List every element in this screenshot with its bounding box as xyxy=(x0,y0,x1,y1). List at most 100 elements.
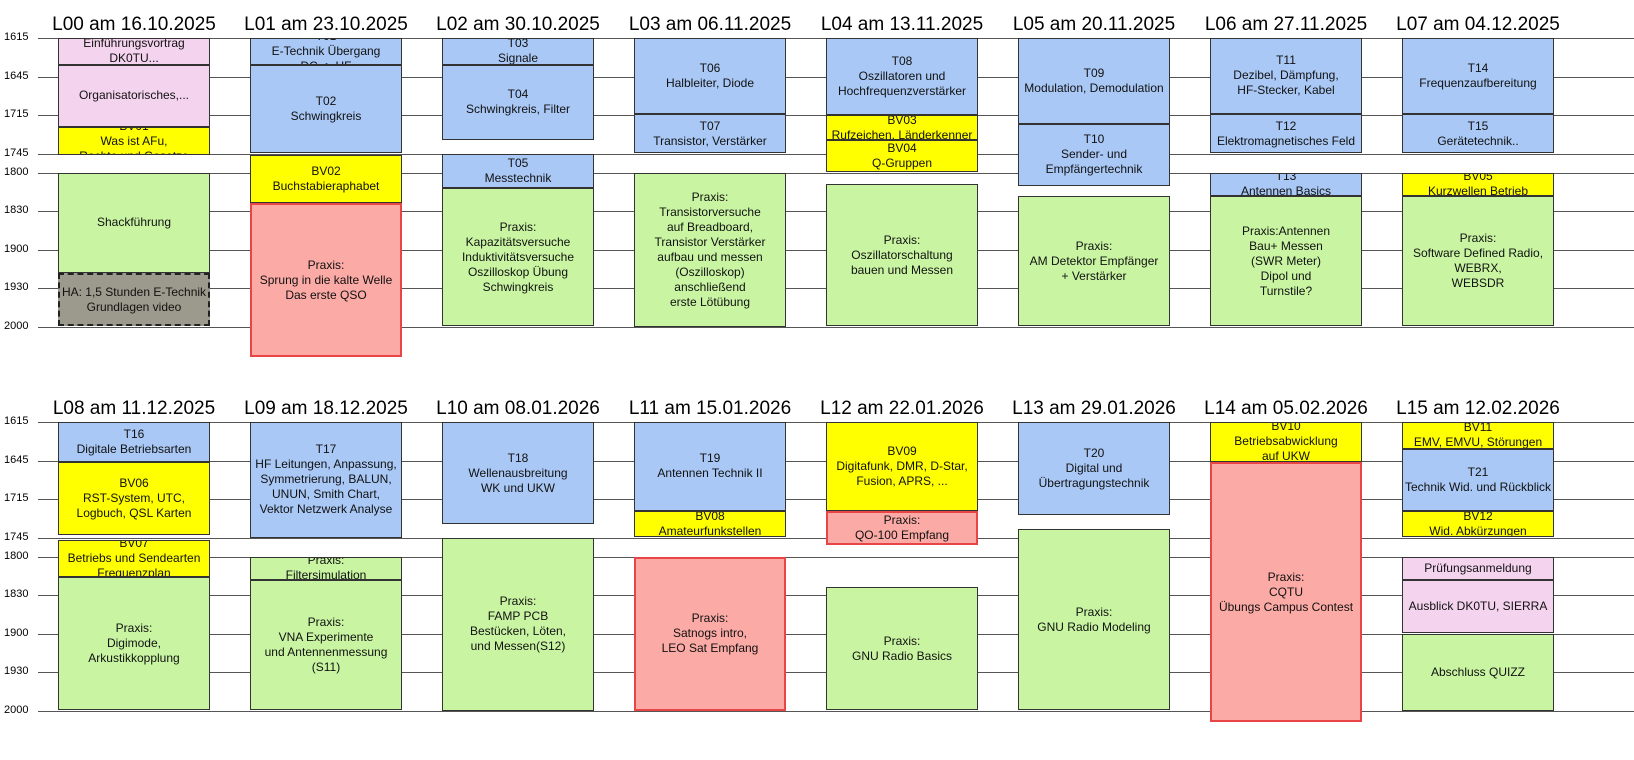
session-block-theory: T21 Technik Wid. und Rückblick xyxy=(1402,448,1554,511)
session-text: Praxis: Sprung in die kalte Welle Das er… xyxy=(259,257,393,302)
session-block-praxis: Praxis: Software Defined Radio, WEBRX, W… xyxy=(1402,195,1554,327)
lesson-header: L02 am 30.10.2025 xyxy=(436,14,600,35)
session-block-bv: BV04 Q-Gruppen xyxy=(826,140,978,173)
time-label: 1715 xyxy=(4,492,29,504)
session-text: T06 Halbleiter, Diode xyxy=(665,60,755,90)
session-block-theory: T12 Elektromagnetisches Feld xyxy=(1210,113,1362,154)
session-text: Prüfungsanmeldung xyxy=(1424,560,1532,575)
time-label: 2000 xyxy=(4,703,29,716)
session-text: Praxis:Antennen Bau+ Messen (SWR Meter) … xyxy=(1241,223,1331,298)
session-text: BV12 Wid. Abkürzungen xyxy=(1429,510,1527,538)
session-block-praxis: Praxis: VNA Experimente und Antennenmess… xyxy=(250,579,402,711)
session-text: Praxis: Satnogs intro, LEO Sat Empfang xyxy=(661,611,759,655)
session-text: Praxis: Software Defined Radio, WEBRX, W… xyxy=(1412,231,1544,291)
session-block-theory: T05 Messtechnik xyxy=(442,153,594,188)
time-label: 1830 xyxy=(4,588,29,600)
session-block-event: Praxis: Sprung in die kalte Welle Das er… xyxy=(250,203,402,358)
session-text: Abschluss QUIZZ xyxy=(1430,664,1526,679)
time-label: 1645 xyxy=(4,69,29,82)
session-text: T02 Schwingkreis xyxy=(290,94,362,124)
session-text: Einführungsvortrag DK0TU... xyxy=(83,38,185,65)
session-block-event: Praxis: CQTU Übungs Campus Contest xyxy=(1210,461,1362,723)
time-label: 1615 xyxy=(4,415,29,427)
session-text: T18 Wellenausbreitung WK und UKW xyxy=(468,450,568,495)
session-block-bv: BV10 Betriebsabwicklung auf UKW xyxy=(1210,422,1362,462)
session-block-bv: BV07 Betriebs und Sendearten Frequenzpla… xyxy=(58,539,210,578)
session-text: T04 Schwingkreis, Filter xyxy=(465,87,571,117)
session-text: Praxis: GNU Radio Modeling xyxy=(1037,604,1151,634)
lesson-header: L08 am 11.12.2025 xyxy=(52,398,216,419)
lesson-header: L07 am 04.12.2025 xyxy=(1396,14,1560,35)
session-text: T14 Frequenzaufbereitung xyxy=(1419,60,1537,90)
session-block-theory: T16 Digitale Betriebsarten xyxy=(58,422,210,462)
lesson-header: L14 am 05.02.2026 xyxy=(1204,398,1368,419)
session-text: Praxis: FAMP PCB Bestücken, Löten, und M… xyxy=(469,594,567,653)
session-block-theory: T03 Signale xyxy=(442,38,594,65)
time-label: 1800 xyxy=(4,549,29,562)
session-text: BV03 Rufzeichen, Länderkenner xyxy=(831,115,973,141)
lesson-header: L01 am 23.10.2025 xyxy=(244,14,408,35)
session-block-theory: T09 Modulation, Demodulation xyxy=(1018,38,1170,125)
time-gridline xyxy=(38,556,1634,558)
time-gridline xyxy=(38,172,1634,174)
session-block-praxis: Praxis: Digimode, Arkustikkopplung xyxy=(58,577,210,711)
session-block-theory: T20 Digital und Übertragungstechnik xyxy=(1018,422,1170,516)
time-label: 1615 xyxy=(4,31,29,43)
lesson-header: L04 am 13.11.2025 xyxy=(820,14,984,35)
session-block-bv: BV03 Rufzeichen, Länderkenner xyxy=(826,115,978,141)
time-label: 1745 xyxy=(4,146,29,159)
session-block-theory: T11 Dezibel, Dämpfung, HF-Stecker, Kabel xyxy=(1210,38,1362,114)
session-block-praxis: Praxis: FAMP PCB Bestücken, Löten, und M… xyxy=(442,537,594,711)
time-label: 1715 xyxy=(4,108,29,120)
session-text: Praxis: CQTU Übungs Campus Contest xyxy=(1218,569,1354,614)
session-text: T09 Modulation, Demodulation xyxy=(1024,66,1164,96)
lesson-header: L15 am 12.02.2026 xyxy=(1396,398,1560,419)
session-text: Organisatorisches,... xyxy=(78,88,190,103)
session-block-bv: BV06 RST-System, UTC, Logbuch, QSL Karte… xyxy=(58,461,210,535)
session-block-praxis: Praxis: Oszillatorschaltung bauen und Me… xyxy=(826,184,978,327)
session-block-theory: T10 Sender- und Empfängertechnik xyxy=(1018,124,1170,186)
session-block-bv: BV12 Wid. Abkürzungen xyxy=(1402,510,1554,538)
session-block-praxis: Praxis: Filtersimulation xyxy=(250,556,402,580)
session-text: BV09 Digitafunk, DMR, D-Star, Fusion, AP… xyxy=(836,443,968,488)
session-block-org: Prüfungsanmeldung xyxy=(1402,556,1554,580)
session-block-theory: T17 HF Leitungen, Anpassung, Symmetrieru… xyxy=(250,422,402,538)
session-text: T13 Antennen Basics xyxy=(1240,172,1332,196)
session-text: T17 HF Leitungen, Anpassung, Symmetrieru… xyxy=(255,442,397,517)
session-text: T08 Oszillatoren und Hochfrequenzverstär… xyxy=(837,54,967,99)
session-text: T10 Sender- und Empfängertechnik xyxy=(1045,132,1143,177)
lesson-header: L06 am 27.11.2025 xyxy=(1204,14,1368,35)
session-block-praxis: Praxis: Kapazitätsversuche Induktivitäts… xyxy=(442,187,594,327)
session-text: T19 Antennen Technik II xyxy=(657,451,763,481)
time-label: 1900 xyxy=(4,242,29,255)
session-block-praxis: Praxis: AM Detektor Empfänger + Verstärk… xyxy=(1018,195,1170,327)
session-text: BV01 Was ist AFu, Rechte und Gesetze xyxy=(79,128,188,154)
session-block-theory: T01 E-Technik Übergang DC -> HF xyxy=(250,38,402,65)
session-text: Praxis: Oszillatorschaltung bauen und Me… xyxy=(850,232,954,277)
session-text: Praxis: Transistorversuche auf Breadboar… xyxy=(654,189,766,309)
time-label: 1745 xyxy=(4,530,29,543)
time-gridline xyxy=(38,710,1634,712)
session-block-bv: BV08 Amateurfunkstellen xyxy=(634,510,786,538)
session-text: BV07 Betriebs und Sendearten Frequenzpla… xyxy=(67,539,201,578)
session-block-bv: BV02 Buchstabieraphabet xyxy=(250,155,402,204)
session-block-bv: BV11 EMV, EMVU, Störungen xyxy=(1402,422,1554,449)
session-text: T12 Elektromagnetisches Feld xyxy=(1216,118,1356,148)
session-text: T05 Messtechnik xyxy=(484,155,552,185)
session-block-praxis: Praxis: GNU Radio Basics xyxy=(826,587,978,711)
session-text: T21 Technik Wid. und Rückblick xyxy=(1404,464,1552,494)
session-text: T03 Signale xyxy=(497,38,539,65)
session-block-theory: T15 Gerätetechnik.. xyxy=(1402,113,1554,154)
lesson-header: L00 am 16.10.2025 xyxy=(52,14,216,35)
lesson-header: L03 am 06.11.2025 xyxy=(628,14,792,35)
time-label: 1900 xyxy=(4,626,29,639)
session-block-bv: BV09 Digitafunk, DMR, D-Star, Fusion, AP… xyxy=(826,422,978,511)
lesson-header: L05 am 20.11.2025 xyxy=(1012,14,1176,35)
session-text: Praxis: QO-100 Empfang xyxy=(854,512,950,542)
session-text: BV05 Kurzwellen Betrieb xyxy=(1427,172,1529,196)
session-block-org: Ausblick DK0TU, SIERRA xyxy=(1402,579,1554,634)
session-block-theory: T07 Transistor, Verstärker xyxy=(634,113,786,154)
time-label: 1830 xyxy=(4,204,29,216)
